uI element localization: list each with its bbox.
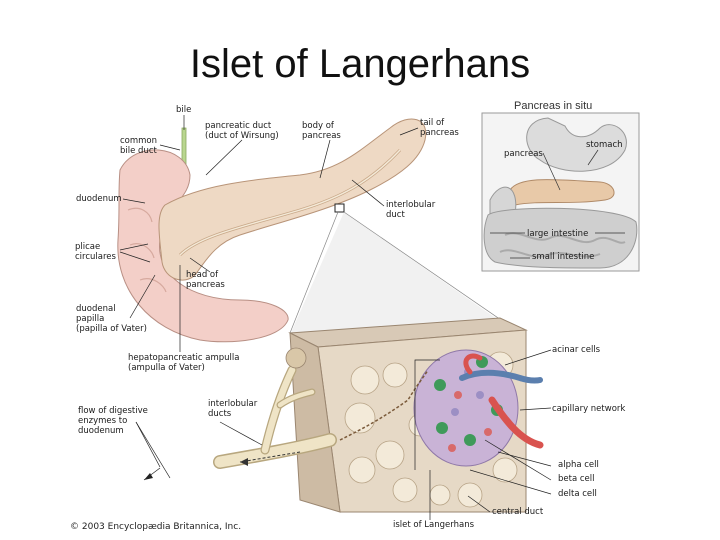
projection-edge [289,211,339,334]
label-duodenal-papilla: duodenal papilla (papilla of Vater) [76,304,147,334]
label-head-of-pancreas: head of pancreas [186,270,225,290]
capillary-red [463,353,483,375]
label-bile: bile [176,105,192,115]
interlobular-ducts-shape [213,347,337,469]
acinar-cell-clusters [344,351,518,508]
label-interlobular-ducts: interlobular ducts [208,399,258,419]
label-central-duct: central duct [492,507,544,517]
inset-stomach-shape [526,117,627,172]
copyright-credit: © 2003 Encyclopædia Britannica, Inc. [70,522,242,532]
label-hepatopancreatic-ampulla: hepatopancreatic ampulla (ampulla of Vat… [128,353,240,373]
label-interlobular-duct: interlobular duct [386,200,436,220]
magnification-projection [290,212,520,335]
label-duodenum: duodenum [76,194,122,204]
inset-pancreas-shape [509,179,615,206]
duodenum-shape [117,149,289,343]
magnification-marker [334,203,345,213]
capillary-blue [459,369,543,384]
label-flow-of-digestive-enzymes: flow of digestive enzymes to duodenum [78,406,148,436]
label-inset-large-intestine: large intestine [527,229,589,239]
islet-cells [434,356,503,452]
leader-lines [119,115,552,520]
label-delta-cell: delta cell [558,489,597,499]
inset-panel [481,112,640,272]
label-common-bile-duct: common bile duct [120,136,158,156]
leader-inset-pancreas [542,152,561,191]
enzyme-flow-arrow [239,451,301,463]
capillary-red [488,396,544,449]
page-title: Islet of Langerhans [189,42,531,86]
inset-intestine-fold [499,249,601,258]
label-acinar-cells: acinar cells [552,345,601,355]
label-inset-small-intestine: small intestine [532,252,595,262]
leader-inset-stomach [587,149,599,166]
central-duct-shape [339,369,429,441]
label-plicae-circulares: plicae circulares [75,242,116,262]
label-inset-pancreas: pancreas [504,149,543,159]
label-body-of-pancreas: body of pancreas [302,121,341,141]
label-tail-of-pancreas: tail of pancreas [420,118,459,138]
plicae-folds [127,207,167,293]
enzyme-flow-arrowhead [240,458,248,466]
label-inset-stomach: stomach [586,140,623,150]
leader-flow-arrowhead [144,473,153,480]
inset-intestine-fold [504,232,626,244]
inset-title: Pancreas in situ [514,100,593,112]
label-pancreatic-duct: pancreatic duct (duct of Wirsung) [205,121,279,141]
label-alpha-cell: alpha cell [558,460,599,470]
label-islet-of-langerhans: islet of Langerhans [393,520,475,530]
pancreatic-duct-lumen [179,149,401,256]
projection-edge [343,211,521,334]
tissue-block [288,317,544,513]
label-capillary-network: capillary network [552,404,626,414]
label-beta-cell: beta cell [558,474,595,484]
pancreas-shape [158,118,427,281]
